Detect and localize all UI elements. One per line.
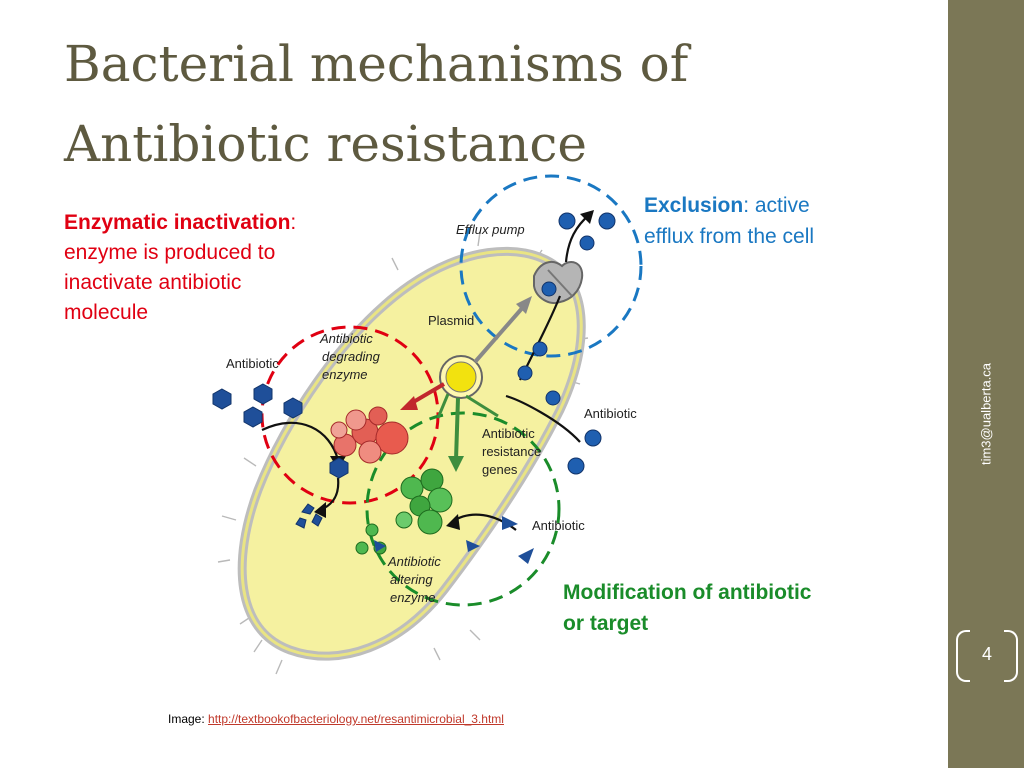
side-email: tim3@ualberta.ca bbox=[978, 362, 994, 466]
degrading-enzyme bbox=[330, 406, 409, 464]
label-genes-3: genes bbox=[482, 462, 518, 477]
caption-enzymatic-sep: : bbox=[290, 211, 297, 234]
label-genes-2: resistance bbox=[482, 444, 541, 459]
credit-prefix: Image: bbox=[168, 712, 209, 726]
antibiotic-hexagons bbox=[212, 383, 349, 529]
label-antibiotic-left: Antibiotic bbox=[226, 356, 279, 371]
caption-enzymatic: Enzymatic inactivation: enzyme is produc… bbox=[64, 208, 304, 328]
caption-exclusion-body: active efflux from the cell bbox=[644, 194, 815, 248]
caption-exclusion: Exclusion: active efflux from the cell bbox=[644, 190, 864, 252]
bracket-right bbox=[1004, 630, 1018, 682]
page-number: 4 bbox=[981, 644, 992, 664]
caption-exclusion-sep: : bbox=[743, 194, 750, 217]
caption-modification: Modification of antibiotic or target bbox=[563, 581, 812, 635]
page-number-badge: 4 bbox=[956, 630, 1018, 682]
label-plasmid: Plasmid bbox=[428, 313, 474, 328]
caption-exclusion-head: Exclusion bbox=[644, 194, 744, 217]
label-genes-1: Antibiotic bbox=[482, 426, 535, 441]
label-altering-3: enzyme bbox=[390, 590, 436, 605]
credit-link[interactable]: http://textbookofbacteriology.net/resant… bbox=[208, 712, 504, 726]
plasmid bbox=[439, 355, 483, 399]
label-degrading-1: Antibiotic bbox=[319, 331, 373, 346]
slide-title: Bacterial mechanisms of Antibiotic resis… bbox=[64, 24, 924, 184]
antibiotic-triangles bbox=[374, 516, 534, 564]
label-altering-2: altering bbox=[390, 572, 433, 587]
title-line-2: Antibiotic resistance bbox=[64, 115, 587, 173]
label-antibiotic-right-bottom: Antibiotic bbox=[532, 518, 585, 533]
modification-circle bbox=[365, 411, 561, 607]
side-bar bbox=[948, 0, 1024, 768]
label-degrading-2: degrading bbox=[322, 349, 381, 364]
image-credit: Image: http://textbookofbacteriology.net… bbox=[168, 712, 504, 726]
caption-enzymatic-head: Enzymatic inactivation bbox=[64, 211, 291, 234]
label-antibiotic-right-top: Antibiotic bbox=[584, 406, 637, 421]
altering-enzyme bbox=[355, 468, 453, 555]
antibiotic-circles bbox=[517, 212, 616, 475]
label-altering-1: Antibiotic bbox=[387, 554, 441, 569]
transport-arrows bbox=[261, 213, 591, 531]
caption-enzymatic-body: enzyme is produced to inactivate antibio… bbox=[64, 241, 276, 324]
title-line-1: Bacterial mechanisms of bbox=[64, 35, 689, 93]
resistance-diagram: Efflux pump Plasmid Antibiotic Antibioti… bbox=[212, 174, 643, 675]
slide: Bacterial mechanisms of Antibiotic resis… bbox=[64, 24, 924, 726]
label-degrading-3: enzyme bbox=[322, 367, 368, 382]
label-efflux-pump: Efflux pump bbox=[456, 222, 525, 237]
plasmid-arrows bbox=[400, 296, 532, 472]
exclusion-circle bbox=[459, 174, 643, 358]
bracket-left bbox=[956, 630, 970, 682]
